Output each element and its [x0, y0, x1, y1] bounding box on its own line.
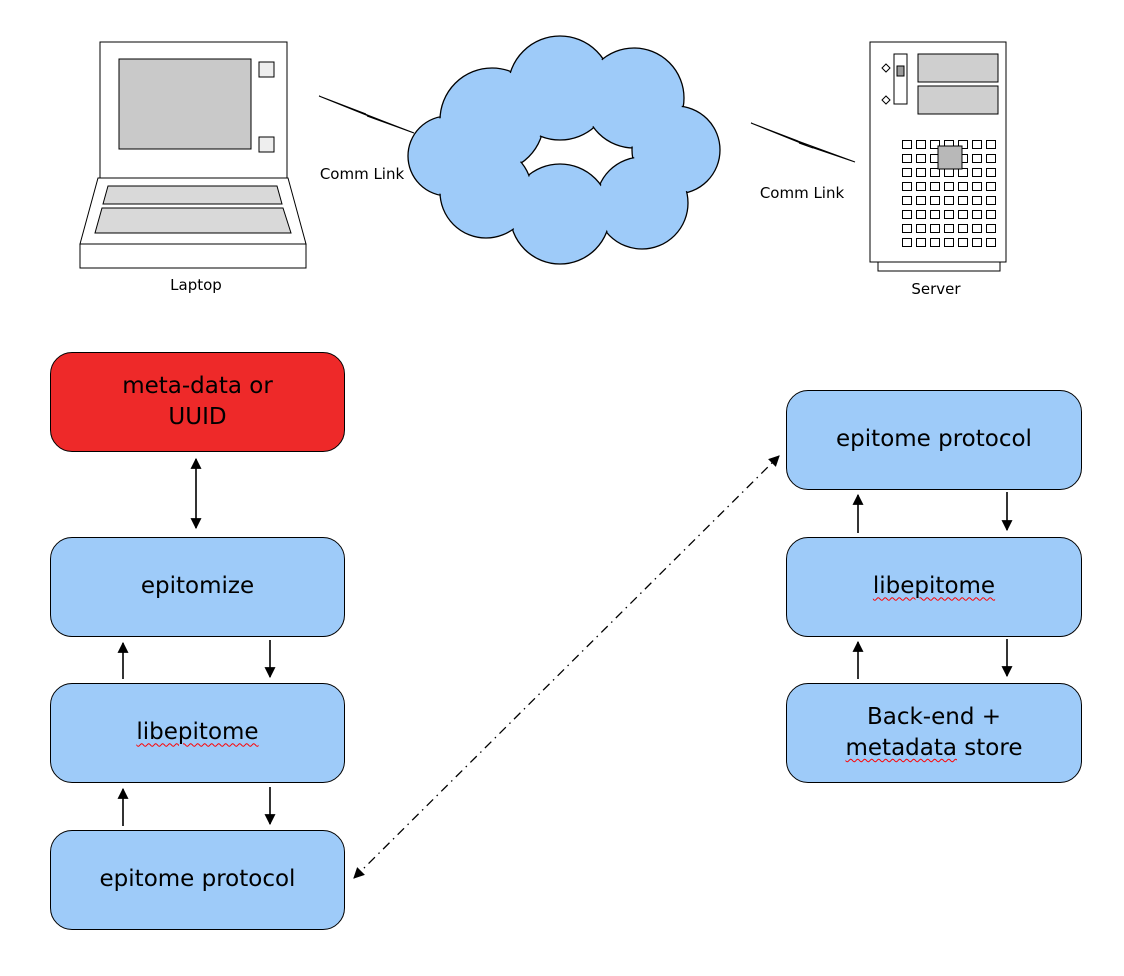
node-epitome-protocol-right: epitome protocol [786, 390, 1082, 490]
protocol-link-dashdot-line [353, 455, 780, 879]
laptop-icon [79, 41, 307, 269]
node-label: libepitome [136, 719, 259, 746]
node-label: meta-data or UUID [122, 372, 273, 430]
cloud-icon [407, 35, 721, 265]
node-epitomize-left: epitomize [50, 537, 345, 637]
right-stack-arrows [852, 492, 1013, 679]
node-libepitome-right: libepitome [786, 537, 1082, 637]
node-label: Back-end + metadata store [846, 702, 1023, 764]
node-label-line1: Back-end + [866, 703, 1002, 730]
server-icon [869, 41, 1007, 272]
node-label: epitome protocol [836, 426, 1032, 453]
comm-link-bolt-left-icon [318, 95, 415, 134]
node-backend-metadata-store: Back-end + metadata store [786, 683, 1082, 783]
node-meta-data-or-uuid: meta-data or UUID [50, 352, 345, 452]
node-label: libepitome [872, 573, 996, 600]
comm-link-left-label: Comm Link [319, 165, 405, 183]
node-label: epitome protocol [99, 866, 296, 893]
node-label-rest: store [956, 735, 1023, 761]
laptop-label: Laptop [170, 276, 222, 294]
node-label-wavy-word: metadata [845, 735, 957, 761]
node-label: epitomize [140, 573, 255, 600]
comm-link-right-label: Comm Link [759, 184, 845, 202]
node-libepitome-left: libepitome [50, 683, 345, 783]
node-epitome-protocol-left: epitome protocol [50, 830, 345, 930]
left-stack-arrows [117, 457, 276, 826]
server-label: Server [911, 280, 961, 298]
comm-link-bolt-right-icon [750, 122, 856, 163]
